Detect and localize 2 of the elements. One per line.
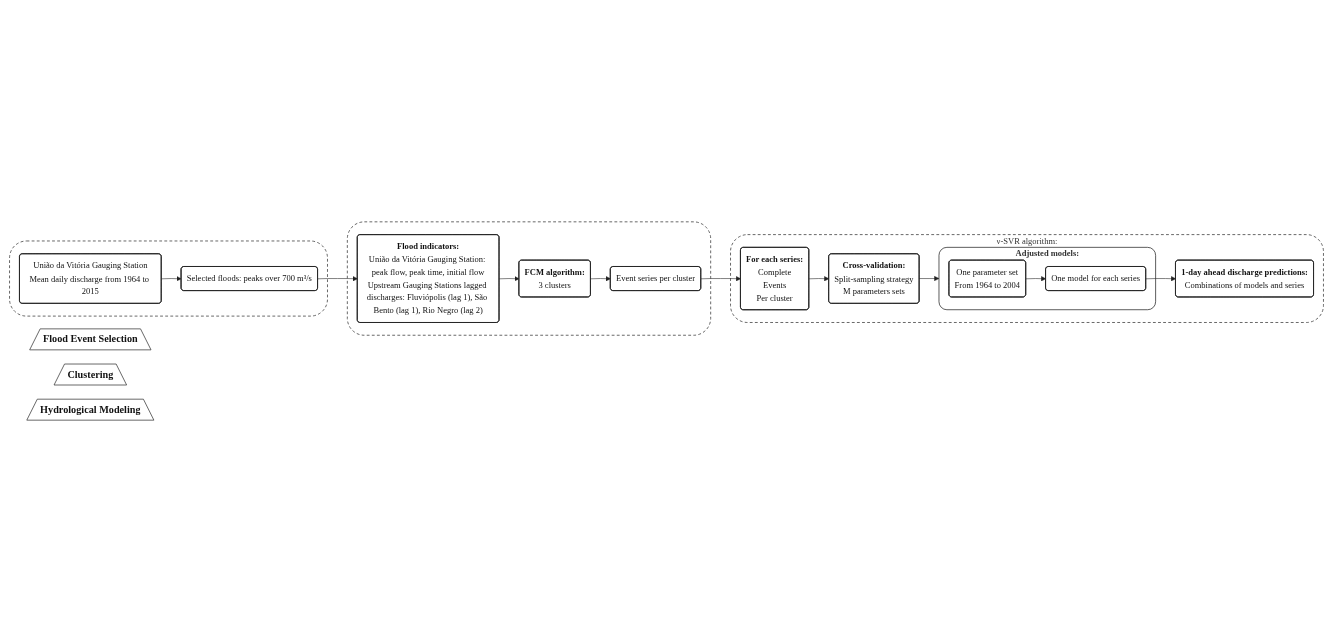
cluster — [346, 221, 712, 336]
cluster — [9, 240, 328, 317]
